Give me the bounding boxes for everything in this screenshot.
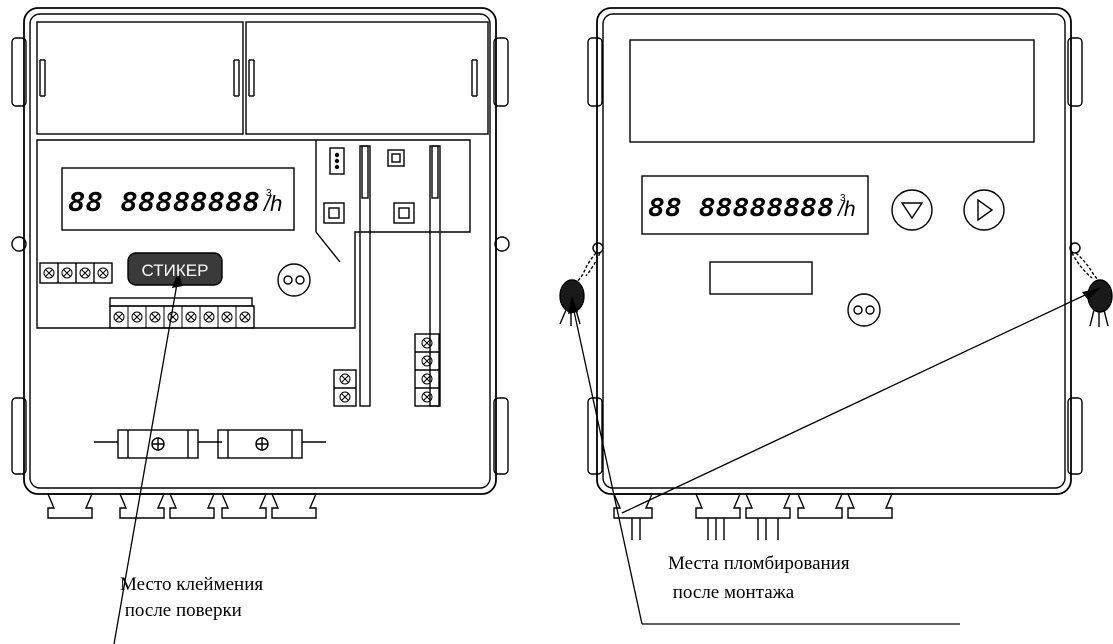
right-housing: [596, 7, 1072, 495]
left-lcd-digits: 88 88888888: [68, 188, 260, 218]
caption-installation-line-1: Места пломбирования: [668, 553, 850, 574]
right-lcd-panel: [641, 175, 869, 235]
left-mount-ear-bottom-right: [493, 397, 509, 475]
right-seal-loop: [1069, 242, 1081, 254]
leader-line-verification: [113, 277, 179, 644]
left-mount-ear-top-left: [11, 37, 27, 107]
caption-verification-line-2: после поверки: [120, 600, 242, 621]
left-mount-ear-top-right: [493, 37, 509, 107]
left-terminal-rail: [109, 297, 253, 307]
left-square-button-1: [387, 149, 405, 167]
down-button: [891, 189, 933, 231]
left-fuse-1: [117, 429, 199, 459]
left-pin-header: [329, 147, 345, 175]
left-lcd-unit-sup: 3: [266, 188, 272, 199]
right-lcd-digits: 88 88888888: [648, 193, 834, 222]
left-seal-wire: [573, 252, 597, 285]
seal-icon-right: [1087, 279, 1113, 327]
right-lcd-unit: /h: [836, 198, 856, 221]
left-cable-glands: [46, 493, 318, 519]
left-mount-ear-bottom-left: [11, 397, 27, 475]
leader-line-seal-right: [621, 287, 1101, 514]
left-square-button-2: [323, 202, 345, 224]
arrowhead-seal-left: [568, 296, 578, 314]
right-mount-ear-bottom-right: [1067, 397, 1083, 475]
arrowhead-seal-right: [1082, 288, 1100, 300]
left-compartment-1: [36, 21, 244, 135]
left-housing: [23, 7, 497, 495]
right-mount-ear-top-right: [1067, 37, 1083, 107]
right-top-window: [629, 39, 1035, 143]
right-optical-port: [847, 293, 881, 327]
caption-installation-line-2: после монтажа: [668, 582, 795, 603]
right-cable-glands: [612, 493, 894, 519]
right-housing-inner: [602, 13, 1066, 489]
caption-verification-line-1: Место клеймения: [120, 574, 264, 595]
right-button: [963, 189, 1005, 231]
arrowhead-verification: [172, 272, 183, 288]
sticker-label: СТИКЕР: [142, 261, 209, 280]
left-optical-port: [277, 263, 311, 297]
right-triangle-icon: [977, 198, 994, 222]
left-seal-loop: [592, 242, 604, 254]
right-meter: [573, 7, 1101, 540]
down-triangle-icon: [900, 202, 924, 220]
right-mount-ear-top-left: [587, 37, 603, 107]
left-square-button-3: [393, 202, 415, 224]
left-side-hole-right: [494, 236, 510, 252]
right-label-window: [709, 261, 813, 295]
left-compartment-2: [245, 21, 489, 135]
left-lcd-unit: /h: [262, 191, 282, 216]
right-mount-ear-bottom-left: [587, 397, 603, 475]
left-fuse-2: [217, 429, 303, 459]
left-lcd-panel: [61, 167, 295, 231]
leader-line-seal-left: [571, 301, 643, 625]
left-side-hole-left: [11, 236, 27, 252]
left-housing-inner: [29, 13, 491, 489]
right-seal-wire: [1075, 252, 1101, 283]
left-meter: [11, 7, 510, 519]
leader-lines: [113, 277, 1101, 644]
right-lcd-unit-sup: 3: [840, 193, 846, 204]
left-circuit-board: [36, 139, 471, 329]
